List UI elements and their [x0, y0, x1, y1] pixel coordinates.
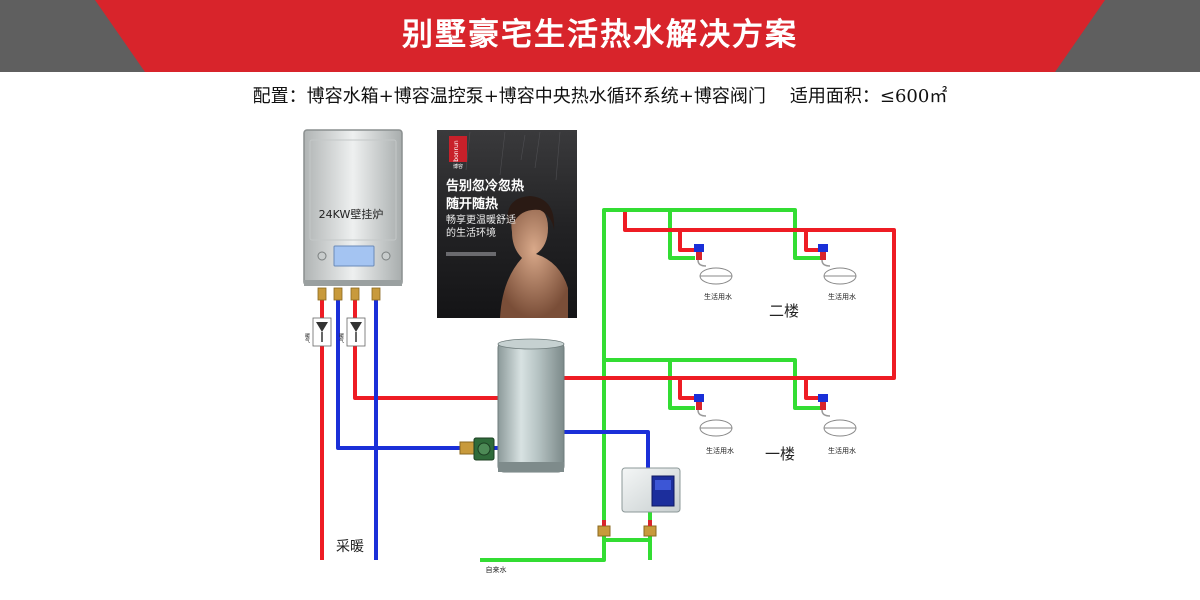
storage-tank: [497, 338, 565, 473]
boiler-label: 24KW壁挂炉: [319, 207, 384, 221]
poster-sub-2: 的生活环境: [446, 226, 496, 239]
return-water-pipes: [336, 300, 650, 560]
floor2-label: 二楼: [769, 302, 799, 320]
floor1-water-label-2: 生活用水: [828, 446, 856, 455]
side-tag-1: 暖气: [304, 332, 310, 343]
inlet-valves: [597, 520, 657, 537]
config-text: 配置：博容水箱+博容温控泵+博容中央热水循环系统+博容阀门: [252, 86, 766, 107]
page-title: 别墅豪宅生活热水解决方案: [402, 17, 798, 53]
poster-sub-1: 畅享更温暖舒适: [446, 213, 516, 226]
header-banner: [0, 0, 1200, 72]
floor1-fixtures: 生活用水 生活用水: [694, 394, 857, 455]
product-poster: bonrun 博容 告别忽冷忽热 随开随热 畅享更温暖舒适 的生活环境: [437, 130, 577, 318]
poster-brand: bonrun: [453, 140, 460, 162]
floor2-water-label-2: 生活用水: [828, 292, 856, 301]
side-tag-2: 暖气: [338, 332, 344, 343]
pipe-tags: 暖气 暖气: [304, 317, 366, 347]
poster-headline-2: 随开随热: [446, 196, 498, 212]
area-text: 适用面积：≤600㎡: [789, 86, 948, 107]
poster-brand-cn: 博容: [453, 163, 463, 170]
temperature-control-box: [621, 467, 681, 513]
config-description: 配置：博容水箱+博容温控泵+博容中央热水循环系统+博容阀门 适用面积：≤600㎡: [0, 84, 1200, 110]
wall-boiler: 24KW壁挂炉: [303, 129, 403, 301]
heating-label: 采暖: [336, 539, 364, 555]
floor1-label: 一楼: [765, 445, 795, 463]
circulation-pump: [459, 437, 495, 461]
floor2-water-label-1: 生活用水: [704, 292, 732, 301]
hot-water-pipes: [320, 212, 896, 560]
floor1-water-label-1: 生活用水: [706, 446, 734, 455]
tap-water-label: 自来水: [486, 565, 507, 574]
floor2-fixtures: 生活用水 生活用水: [694, 244, 857, 301]
poster-headline-1: 告别忽冷忽热: [446, 178, 524, 194]
